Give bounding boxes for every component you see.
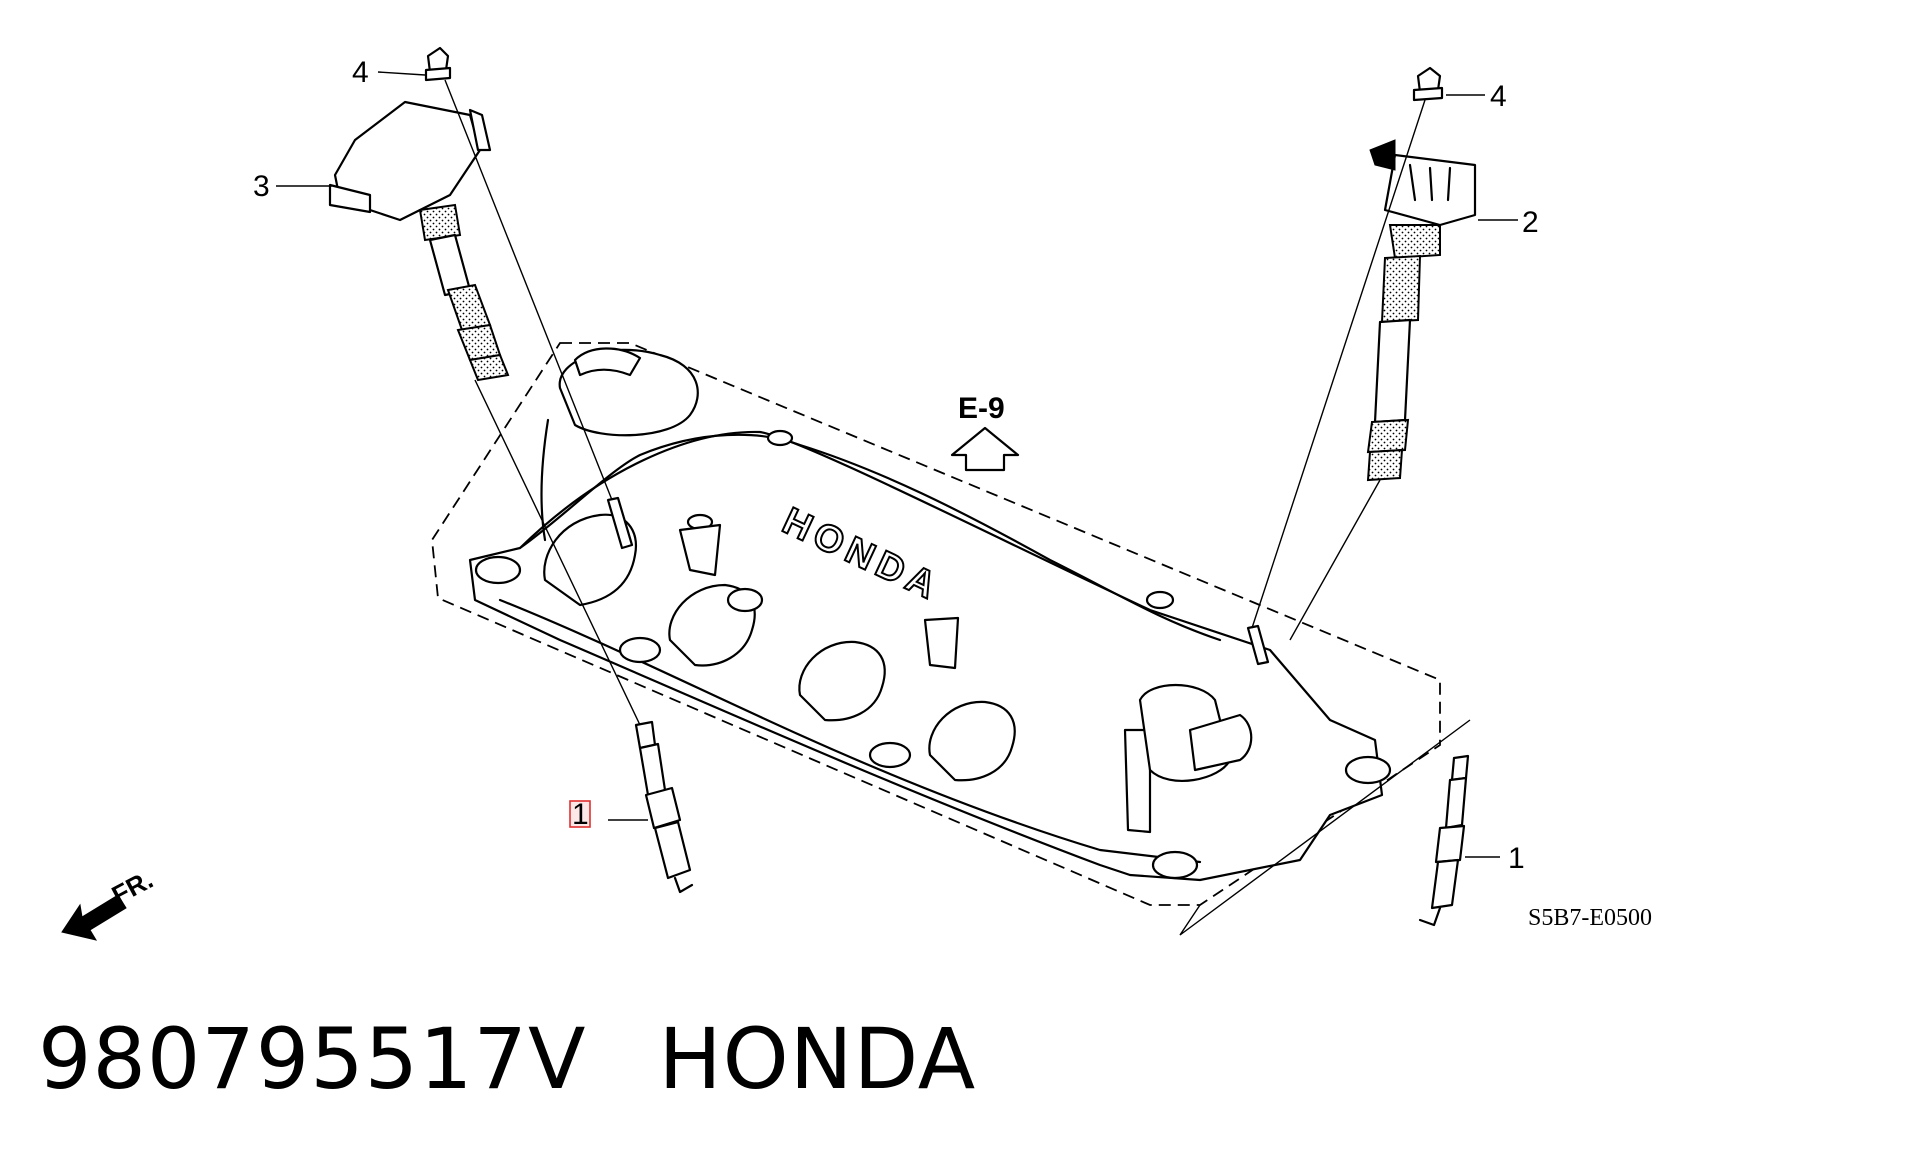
section-reference-arrow: E-9 xyxy=(950,392,1020,472)
cylinder-head-cover: HONDA xyxy=(468,347,1392,882)
right-plug-guide xyxy=(1179,719,1471,936)
callout-spark-plug-right: 1 xyxy=(1508,842,1525,875)
assembly-lines xyxy=(444,79,1426,726)
part-caption: 980795517V HONDA xyxy=(38,1010,976,1108)
drawing-code: S5B7-E0500 xyxy=(1528,905,1652,931)
exploded-view-drawing: HONDA E-9 xyxy=(61,46,1652,941)
callout-coil-right: 2 xyxy=(1522,206,1539,239)
callout-bolt-right: 4 xyxy=(1490,80,1507,113)
part-number: 980795517V xyxy=(38,1010,587,1108)
spark-plug-right xyxy=(1418,754,1470,927)
callout-spark-plug-left-highlight[interactable]: 1 xyxy=(569,798,591,831)
callout-bolt-left: 4 xyxy=(352,56,369,89)
callout-leaders xyxy=(276,71,1518,858)
spark-plug-left xyxy=(634,720,694,894)
callout-coil-left: 3 xyxy=(253,170,270,203)
bolt-right xyxy=(1412,66,1444,102)
ignition-coil-right xyxy=(1366,139,1477,482)
front-direction-arrow: FR. xyxy=(61,864,158,941)
bolt-left xyxy=(424,46,452,82)
callout-spark-plug-left[interactable]: 1 xyxy=(572,798,589,831)
bolt-shaft-right xyxy=(1246,624,1270,666)
ignition-coil-left xyxy=(328,100,510,382)
bolt-shaft-left xyxy=(606,496,634,550)
brand-name: HONDA xyxy=(658,1010,977,1108)
section-reference-label: E-9 xyxy=(958,392,1005,425)
